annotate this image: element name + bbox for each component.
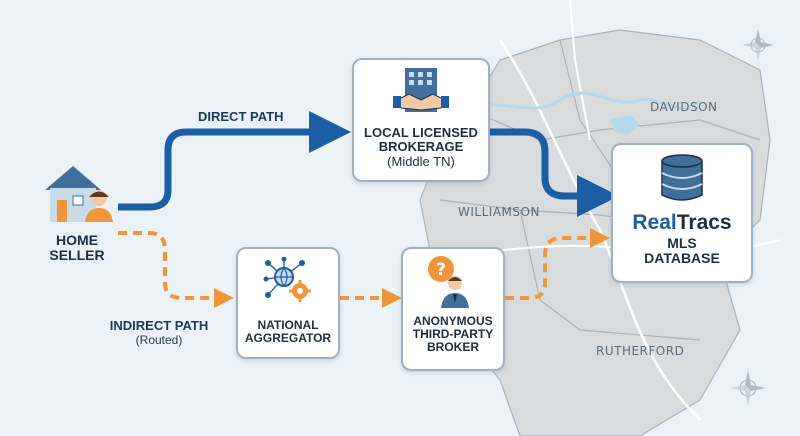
county-label-davidson: DAVIDSON [650,100,718,114]
svg-text:?: ? [436,260,446,280]
road-line [569,0,591,141]
mls-brand-name: RealTracs [613,211,751,234]
brokerage-label-line3: (Middle TN) [387,153,455,169]
database-icon [661,154,703,201]
compass-rose-icon [742,29,774,61]
seller-label-line1: HOME [56,232,98,248]
compass-rose-icon [730,370,766,406]
mls-label-line3: DATABASE [644,250,720,267]
county-label-rutherford: RUTHERFORD [596,344,685,358]
indirect-path-label: INDIRECT PATH [109,318,209,333]
question-mark-person-icon: ? [428,256,469,308]
indirect-path-label-group: INDIRECT PATH (Routed) [105,318,213,347]
direct-path-label: DIRECT PATH [198,109,284,124]
county-border-line [519,209,701,341]
direct-path-arrow-brokerage-to-mls [488,128,619,217]
office-building-handshake-icon [393,68,449,112]
brand-part-real: Real [632,211,677,234]
mls-database-box: RealTracs MLS DATABASE [611,143,753,283]
direct-path-arrow-seller-to-brokerage [118,111,351,211]
indirect-path-arrow-broker-to-mls [505,228,610,300]
brand-part-tracs: Tracs [676,211,732,234]
county-label-williamson: WILLIAMSON [458,205,540,219]
indirect-path-arrow-seller-to-aggregator [118,231,234,308]
brokerage-label-line2: BROKERAGE [378,139,464,155]
globe-network-gear-icon [263,257,311,302]
anonymous-broker-box: ? ANONYMOUS THIRD-PARTY BROKER [401,247,505,371]
broker-label-line2: THIRD-PARTY [412,327,494,342]
river [469,91,702,112]
broker-label-line1: ANONYMOUS [413,314,493,328]
aggregator-label-line2: AGGREGATOR [244,331,332,346]
aggregator-label-line1: NATIONAL [257,318,319,332]
mls-label-line2: MLS [667,235,697,252]
local-brokerage-box: LOCAL LICENSED BROKERAGE (Middle TN) [352,58,490,182]
home-seller-node: HOME SELLER [32,160,122,270]
broker-label-line3: BROKER [426,340,479,355]
national-aggregator-box: NATIONAL AGGREGATOR [236,247,340,359]
brokerage-label-line1: LOCAL LICENSED [364,125,478,140]
indirect-path-sublabel: (Routed) [135,333,183,347]
house-with-person-icon [45,166,113,222]
lake [610,115,640,135]
seller-label-line2: SELLER [49,247,105,264]
